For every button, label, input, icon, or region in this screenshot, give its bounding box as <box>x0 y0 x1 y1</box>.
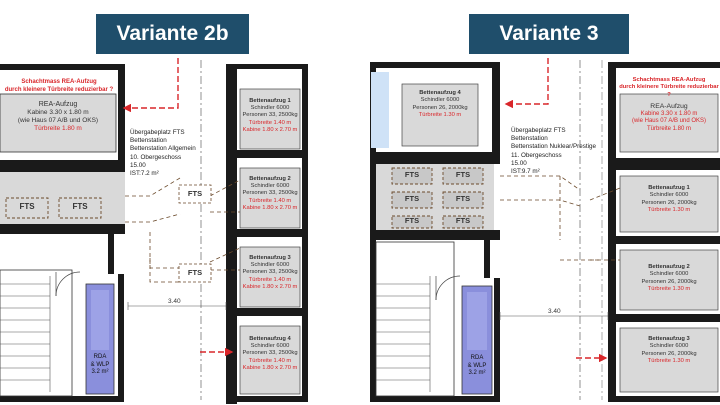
lift-model: Schindler 6000 <box>649 192 689 199</box>
left-lift-3-label: Bettenaufzug 3 Schindler 6000 Personen 3… <box>240 255 300 291</box>
rda-line: 3.2 m² <box>91 369 109 375</box>
left-lift-4-label: Bettenaufzug 4 Schindler 6000 Personen 3… <box>240 336 300 372</box>
lift-name: Bettenaufzug 3 <box>249 255 291 261</box>
lift-capacity: Personen 33, 2500kg <box>242 269 298 276</box>
right-lift-4-label: Bettenaufzug 4 Schindler 6000 Personen 2… <box>402 90 478 120</box>
left-rda-label: RDA & WLP 3.2 m² <box>86 354 114 377</box>
fts-pad: FTS <box>404 170 420 179</box>
lift-cabin: Kabine 1.80 x 2.70 m <box>242 283 298 290</box>
warning-line: durch kleinere Türbreite reduzierbar ? <box>619 84 719 98</box>
lift-door: Türbreite 1.40 m <box>248 276 292 283</box>
right-rda-label: RDA & WLP 3.2 m² <box>462 355 492 378</box>
left-fts-mark-2: FTS <box>187 268 203 277</box>
transfer-line: Bettenstation Allgemein <box>130 145 196 153</box>
lift-name: Bettenaufzug 4 <box>419 90 461 96</box>
rea-name: REA-Aufzug <box>38 101 78 108</box>
left-lift-2-label: Bettenaufzug 2 Schindler 6000 Personen 3… <box>240 176 300 212</box>
lift-cabin: Kabine 1.80 x 2.70 m <box>242 204 298 211</box>
transfer-line: 15.00 <box>130 161 146 169</box>
lift-capacity: Personen 33, 2500kg <box>242 112 298 119</box>
fts-pad: FTS <box>404 216 420 225</box>
lift-capacity: Personen 26, 2000kg <box>641 278 697 285</box>
lift-model: Schindler 6000 <box>250 343 290 350</box>
transfer-line: Bettenstation <box>130 137 167 145</box>
lift-capacity: Personen 33, 2500kg <box>242 190 298 197</box>
fts-pad: FTS <box>404 194 420 203</box>
rea-cabin: Kabine 3.30 x 1.80 m <box>640 110 698 117</box>
lift-door: Türbreite 1.30 m <box>647 207 691 214</box>
lift-name: Bettenaufzug 2 <box>249 176 291 182</box>
left-warning: Schachtmass REA-Aufzug durch kleinere Tü… <box>0 79 118 94</box>
lift-name: Bettenaufzug 2 <box>648 264 690 270</box>
lift-door: Türbreite 1.30 m <box>647 358 691 365</box>
lift-door: Türbreite 1.30 m <box>418 112 462 119</box>
variant-2b-title: Variante 2b <box>96 14 249 54</box>
transfer-line: IST:9.7 m² <box>511 168 540 176</box>
transfer-line: Bettenstation <box>511 135 548 143</box>
rda-line: & WLP <box>467 362 487 369</box>
left-fts-mark-1: FTS <box>187 189 203 198</box>
right-rea-label: REA-Aufzug Kabine 3.30 x 1.80 m (wie Hau… <box>620 103 718 133</box>
right-dimension: 3.40 <box>548 308 561 315</box>
rea-note: (wie Haus 07 A/B und OKS) <box>17 117 99 124</box>
lift-cabin: Kabine 1.80 x 2.70 m <box>242 364 298 371</box>
lift-model: Schindler 6000 <box>250 105 290 112</box>
lift-door: Türbreite 1.40 m <box>248 357 292 364</box>
left-lift-1-label: Bettenaufzug 1 Schindler 6000 Personen 3… <box>240 98 300 134</box>
right-lift-1-label: Bettenaufzug 1 Schindler 6000 Personen 2… <box>620 185 718 215</box>
rea-name: REA-Aufzug <box>650 103 688 110</box>
right-warning: Schachtmass REA-Aufzug durch kleinere Tü… <box>618 77 720 99</box>
left-rea-label: REA-Aufzug Kabine 3.30 x 1.80 m (wie Hau… <box>0 101 116 133</box>
rda-line: RDA <box>470 355 484 361</box>
transfer-line: Übergabeplatz FTS <box>130 129 185 136</box>
lift-door: Türbreite 1.30 m <box>647 286 691 293</box>
rda-line: RDA <box>93 354 107 360</box>
lift-name: Bettenaufzug 3 <box>648 336 690 342</box>
fts-pad: FTS <box>455 170 471 179</box>
lift-model: Schindler 6000 <box>250 262 290 269</box>
transfer-line: Bettenstation Nuklear/Prestige <box>511 143 597 151</box>
rea-cabin: Kabine 3.30 x 1.80 m <box>27 109 89 116</box>
right-transfer-info: Übergabeplatz FTS Bettenstation Bettenst… <box>511 127 596 176</box>
right-lift-2-label: Bettenaufzug 2 Schindler 6000 Personen 2… <box>620 264 718 294</box>
lift-model: Schindler 6000 <box>649 343 689 350</box>
fts-pad: FTS <box>455 194 471 203</box>
left-transfer-info: Übergabeplatz FTS Bettenstation Bettenst… <box>130 129 196 178</box>
right-lift-3-label: Bettenaufzug 3 Schindler 6000 Personen 2… <box>620 336 718 366</box>
right-plan <box>370 58 720 402</box>
warning-line: Schachtmass REA-Aufzug <box>21 79 97 85</box>
rea-note: (wie Haus 07 A/B und OKS) <box>631 118 707 125</box>
lift-capacity: Personen 33, 2500kg <box>242 350 298 357</box>
lift-model: Schindler 6000 <box>420 97 460 104</box>
transfer-line: 11. Obergeschoss <box>511 151 562 159</box>
left-fts-pad-2: FTS <box>72 202 88 211</box>
lift-model: Schindler 6000 <box>250 183 290 190</box>
lift-capacity: Personen 26, 2000kg <box>641 350 697 357</box>
left-fts-pad-1: FTS <box>19 202 35 211</box>
lift-capacity: Personen 26, 2000kg <box>641 199 697 206</box>
lift-cabin: Kabine 1.80 x 2.70 m <box>242 126 298 133</box>
warning-line: Schachtmass REA-Aufzug <box>632 77 706 83</box>
lift-name: Bettenaufzug 1 <box>648 185 690 191</box>
transfer-line: IST:7.2 m² <box>130 170 159 178</box>
lift-door: Türbreite 1.40 m <box>248 197 292 204</box>
lift-capacity: Personen 26, 2000kg <box>412 104 468 111</box>
transfer-line: Übergabeplatz FTS <box>511 127 566 134</box>
transfer-line: 10. Obergeschoss <box>130 153 182 161</box>
rea-door: Türbreite 1.80 m <box>646 125 692 132</box>
left-dimension: 3.40 <box>168 298 181 305</box>
rda-line: 3.2 m² <box>468 370 486 376</box>
left-plan <box>0 58 308 404</box>
variant-3-title: Variante 3 <box>469 14 629 54</box>
lift-door: Türbreite 1.40 m <box>248 119 292 126</box>
lift-name: Bettenaufzug 4 <box>249 336 291 342</box>
warning-line: durch kleinere Türbreite reduzierbar ? <box>4 86 114 93</box>
transfer-line: 15.00 <box>511 159 527 167</box>
lift-model: Schindler 6000 <box>649 271 689 278</box>
rda-line: & WLP <box>90 361 110 368</box>
rea-door: Türbreite 1.80 m <box>34 125 82 132</box>
lift-name: Bettenaufzug 1 <box>249 98 291 104</box>
fts-pad: FTS <box>455 216 471 225</box>
